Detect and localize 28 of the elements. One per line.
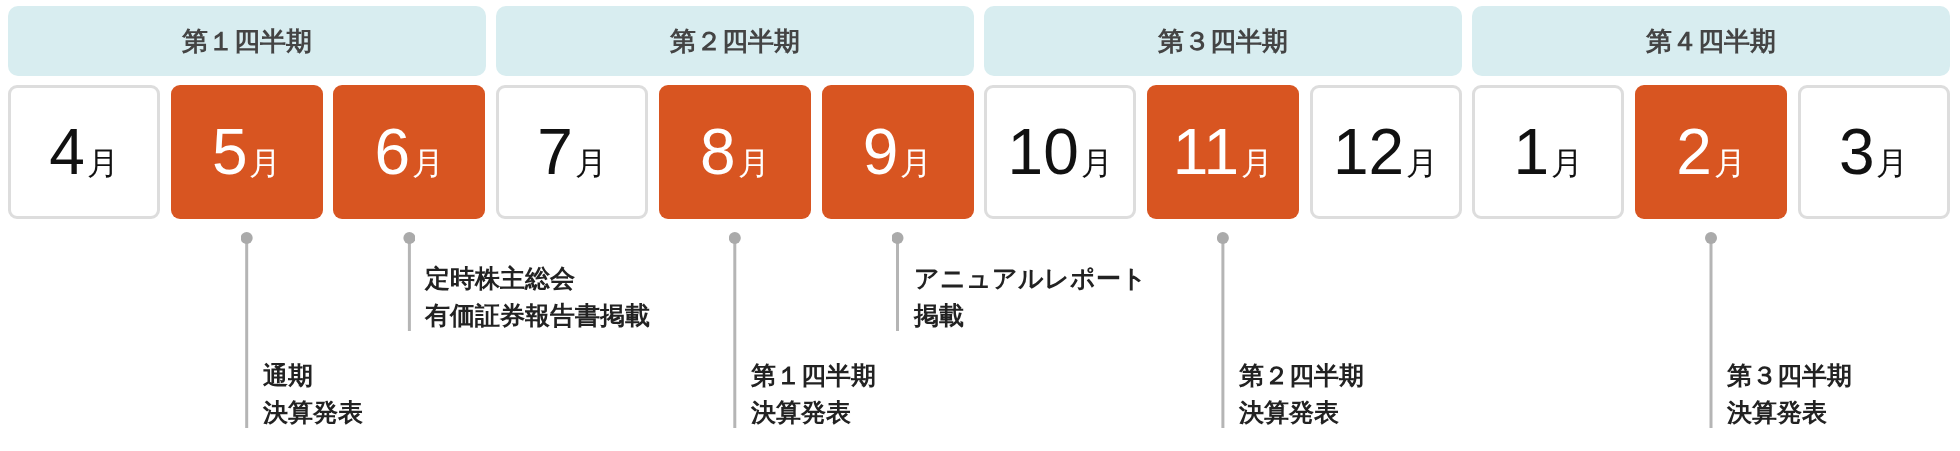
highlighted-month-box: 5月: [170, 85, 323, 219]
event-note: 第２四半期決算発表: [1222, 357, 1364, 431]
leader-line: [1705, 232, 1717, 428]
leader-line: [1216, 232, 1229, 428]
leader-line: [728, 232, 741, 428]
event-note: 第３四半期決算発表: [1711, 357, 1852, 431]
highlighted-month-box: 8月: [658, 85, 811, 219]
quarter-band: 第３四半期: [984, 6, 1462, 76]
month-box: 12月: [1309, 85, 1462, 219]
month-box: 10月: [984, 85, 1137, 219]
highlighted-month-box: 9月: [821, 85, 974, 219]
event-note: アニュアルレポート掲載: [897, 260, 1147, 334]
event-note: 通期決算発表: [246, 357, 363, 431]
month-box: 3月: [1797, 85, 1950, 219]
quarter-band: 第１四半期: [8, 6, 486, 76]
highlighted-month-box: 6月: [333, 85, 486, 219]
highlighted-month-box: 2月: [1635, 85, 1787, 219]
leader-line: [403, 232, 416, 331]
event-note: 第１四半期決算発表: [734, 357, 876, 431]
leader-line: [891, 232, 904, 331]
month-box: 1月: [1472, 85, 1625, 219]
leader-line: [240, 232, 253, 428]
highlighted-month-box: 11月: [1146, 85, 1299, 219]
month-box: 7月: [496, 85, 649, 219]
event-note: 定時株主総会有価証券報告書掲載: [409, 260, 651, 334]
quarter-band: 第４四半期: [1472, 6, 1950, 76]
quarter-band: 第２四半期: [496, 6, 974, 76]
month-box: 4月: [8, 85, 160, 219]
